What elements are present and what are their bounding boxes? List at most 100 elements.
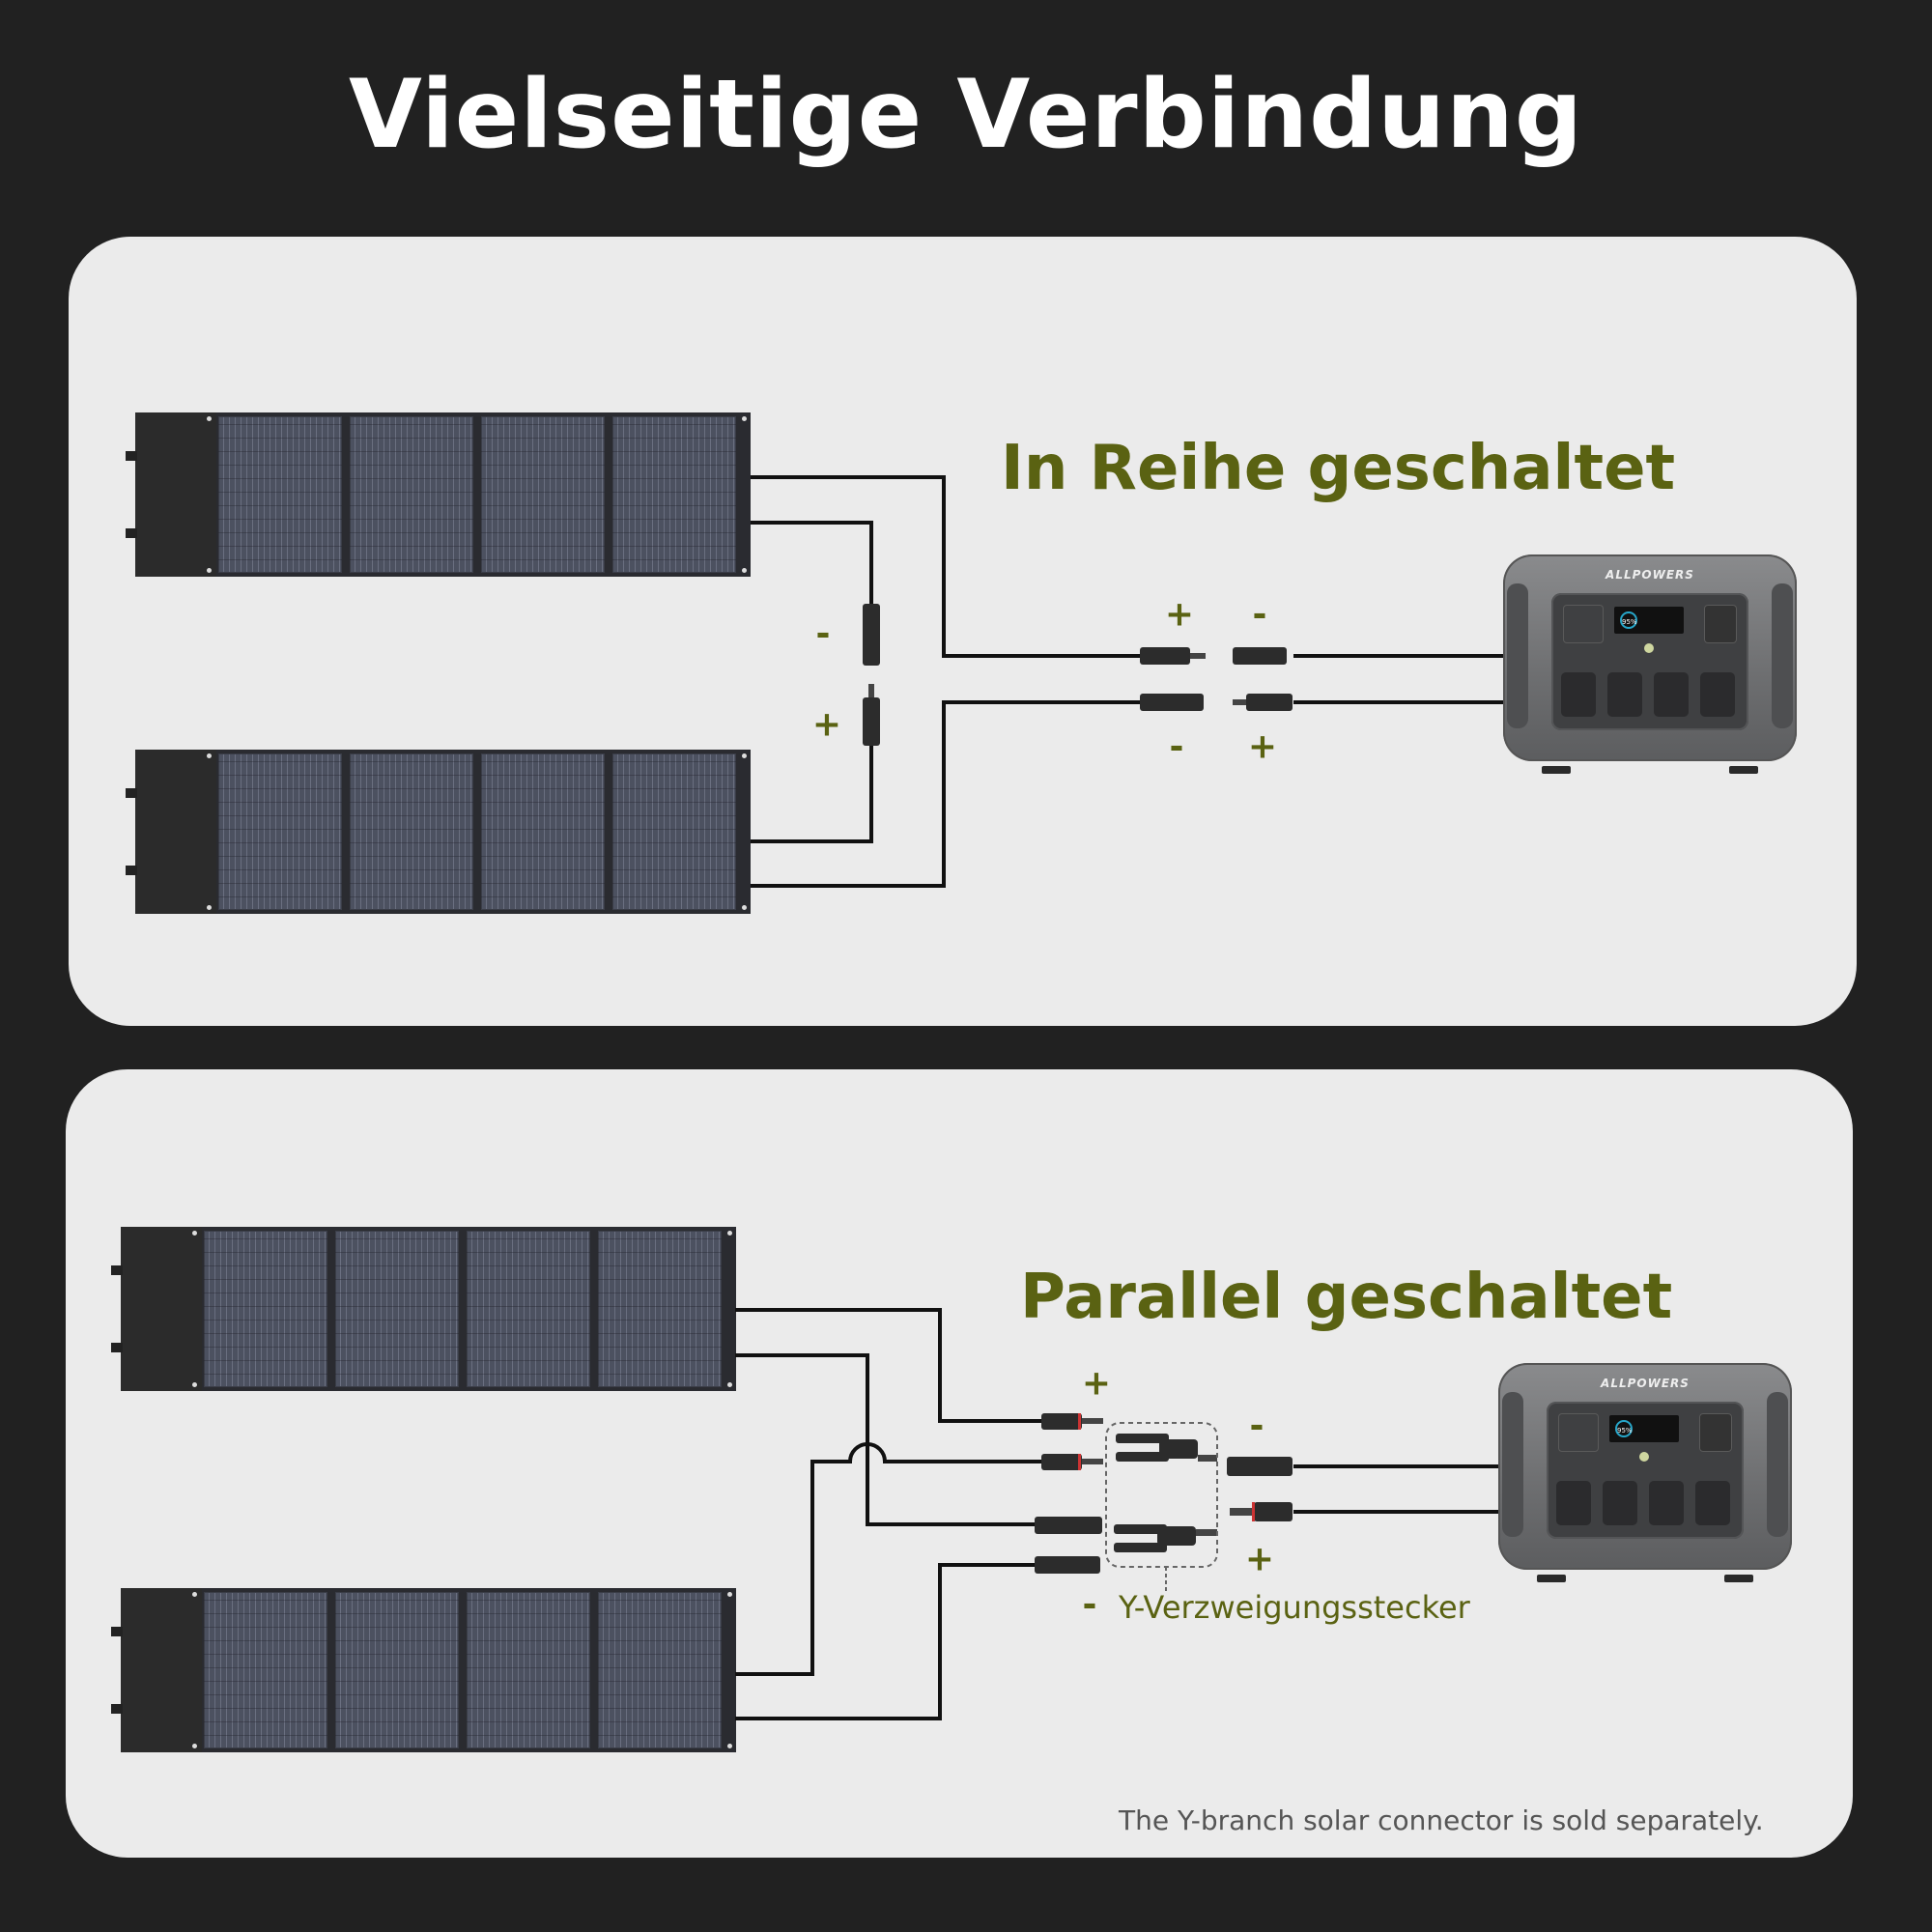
grommet xyxy=(192,1382,197,1387)
mc4-connector-male xyxy=(1140,647,1190,665)
device-foot xyxy=(1724,1575,1753,1582)
device-foot xyxy=(1729,766,1758,774)
series-heading: In Reihe geschaltet xyxy=(1001,433,1676,504)
panel-clip xyxy=(126,866,137,875)
y-branch-connector-female xyxy=(1114,1524,1217,1552)
solar-cell-module xyxy=(218,753,342,910)
panel-flap xyxy=(135,412,216,577)
mc4-connector-female xyxy=(1140,694,1204,711)
page-title: Vielseitige Verbindung xyxy=(349,60,1583,170)
device-front-panel: 95% xyxy=(1547,1402,1744,1539)
solar-cell-module xyxy=(350,416,473,573)
device-handle xyxy=(1772,583,1793,728)
solar-cell-module xyxy=(335,1592,459,1748)
mc4-connector-male xyxy=(1246,694,1293,711)
solar-cell-module xyxy=(204,1231,327,1387)
lcd-screen: 95% xyxy=(1614,607,1684,634)
car-outlet xyxy=(1699,1413,1732,1452)
sign-plus: + xyxy=(1247,726,1278,767)
solar-cell-module xyxy=(204,1592,327,1748)
device-front-panel: 95% xyxy=(1551,593,1748,730)
device-foot xyxy=(1542,766,1571,774)
grommet xyxy=(727,1231,732,1236)
lcd-screen: 95% xyxy=(1609,1415,1679,1442)
grommet xyxy=(742,568,747,573)
panel-flap xyxy=(121,1588,202,1752)
solar-panel-series-2 xyxy=(126,750,751,914)
wire xyxy=(751,521,873,604)
solar-cell-module xyxy=(612,416,736,573)
panel-clip xyxy=(111,1343,123,1352)
ac-socket xyxy=(1603,1481,1637,1525)
device-handle xyxy=(1507,583,1528,728)
wire xyxy=(735,1353,1035,1526)
device-foot xyxy=(1537,1575,1566,1582)
grommet xyxy=(727,1382,732,1387)
mc4-connector-female xyxy=(1035,1517,1102,1534)
panel-clip xyxy=(111,1265,123,1275)
wire xyxy=(751,700,1140,888)
y-connector-label: Y-Verzweigungsstecker xyxy=(1119,1589,1470,1626)
grommet xyxy=(192,1231,197,1236)
solar-cell-module xyxy=(350,753,473,910)
ac-socket xyxy=(1561,672,1596,717)
wire xyxy=(735,1563,1035,1720)
sign-minus: - xyxy=(1169,726,1184,767)
sign-minus: - xyxy=(1252,594,1267,635)
battery-percentage: 95% xyxy=(1615,1420,1633,1437)
solar-cell-module xyxy=(598,1592,722,1748)
panel-flap xyxy=(121,1227,202,1391)
ac-socket xyxy=(1607,672,1642,717)
sign-minus: - xyxy=(815,613,831,654)
ac-socket xyxy=(1654,672,1689,717)
panel-clip xyxy=(126,528,137,538)
power-station-series: ALLPOWERS 95% xyxy=(1503,554,1797,774)
grommet xyxy=(727,1744,732,1748)
solar-panel-parallel-1 xyxy=(111,1227,736,1391)
sign-minus: - xyxy=(1082,1584,1097,1625)
sign-minus: - xyxy=(1249,1406,1264,1446)
parallel-heading: Parallel geschaltet xyxy=(1020,1262,1673,1333)
ac-socket xyxy=(1700,672,1735,717)
panel-clip xyxy=(111,1627,123,1636)
brand-logo: ALLPOWERS xyxy=(1605,568,1694,582)
solar-panel-parallel-2 xyxy=(111,1588,736,1752)
mc4-connector-vertical-male xyxy=(863,697,880,746)
footnote: The Y-branch solar connector is sold sep… xyxy=(1119,1804,1764,1836)
grommet xyxy=(207,568,212,573)
solar-panel-series-1 xyxy=(126,412,751,577)
panel-clip xyxy=(126,788,137,798)
wire xyxy=(751,475,1140,658)
sign-plus: + xyxy=(1244,1539,1275,1579)
power-button xyxy=(1644,643,1654,653)
grommet xyxy=(742,416,747,421)
sign-plus: + xyxy=(1164,594,1195,635)
grommet xyxy=(207,753,212,758)
panel-clip xyxy=(126,451,137,461)
panel-clip xyxy=(111,1704,123,1714)
battery-percentage: 95% xyxy=(1620,611,1637,629)
ac-socket xyxy=(1695,1481,1730,1525)
solar-cell-module xyxy=(467,1592,590,1748)
mc4-connector-female xyxy=(1227,1457,1293,1476)
panel-flap xyxy=(135,750,216,914)
mc4-connector-male xyxy=(1041,1454,1082,1470)
grommet xyxy=(207,905,212,910)
brand-logo: ALLPOWERS xyxy=(1601,1377,1690,1390)
grommet xyxy=(192,1744,197,1748)
sign-plus: + xyxy=(811,704,842,745)
solar-cell-module xyxy=(335,1231,459,1387)
device-handle xyxy=(1502,1392,1523,1537)
grommet xyxy=(207,416,212,421)
mc4-connector-male xyxy=(1041,1413,1082,1430)
device-handle xyxy=(1767,1392,1788,1537)
solar-cell-module xyxy=(218,416,342,573)
solar-cell-module xyxy=(467,1231,590,1387)
wire xyxy=(751,746,873,843)
grommet xyxy=(192,1592,197,1597)
solar-cell-module xyxy=(598,1231,722,1387)
solar-cell-module xyxy=(481,753,605,910)
mc4-connector-female xyxy=(1035,1556,1100,1574)
wire xyxy=(735,1442,1041,1676)
